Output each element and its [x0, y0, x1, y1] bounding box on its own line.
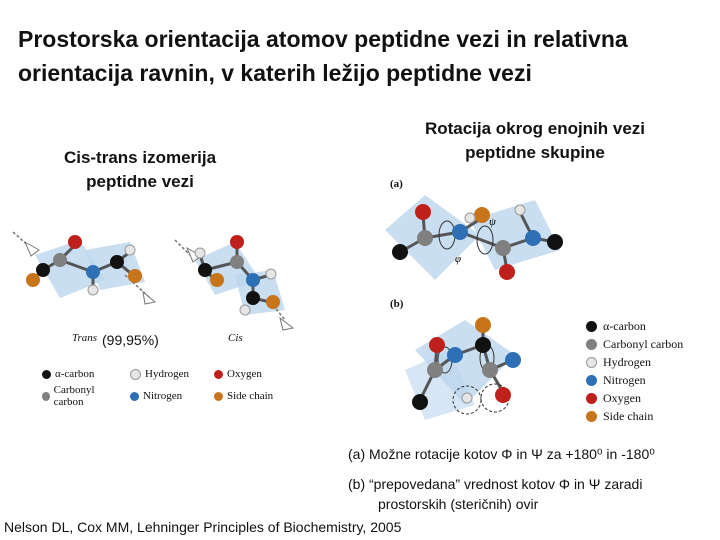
- carbonyl-carbon-atom: [230, 255, 244, 269]
- carbonyl-carbon-swatch-icon: [42, 391, 50, 401]
- hydrogen-atom: [124, 244, 136, 256]
- side-chain-atom: [26, 273, 40, 287]
- side-chain-atom: [474, 207, 490, 223]
- hydrogen-swatch-icon: [586, 356, 597, 368]
- hydrogen-atom: [464, 212, 476, 224]
- rotation-heading-line-2: peptidne skupine: [465, 143, 605, 162]
- oxygen-atom: [415, 204, 431, 220]
- side-chain-atom: [128, 269, 142, 283]
- carbonyl-carbon-atom: [482, 362, 498, 378]
- caption-b: (b) “prepovedana” vrednost kotov Φ in Ψ …: [348, 474, 713, 514]
- legend-item: Hydrogen: [586, 353, 683, 371]
- carbonyl-carbon-atom: [495, 240, 511, 256]
- legend-item: Carbonyl carbon: [42, 384, 116, 408]
- alpha-carbon-atom: [412, 394, 428, 410]
- cis-trans-heading-line-2: peptidne vezi: [86, 172, 194, 191]
- alpha-carbon-swatch-icon: [42, 369, 51, 379]
- panel-b-label: (b): [390, 298, 404, 310]
- rotation-heading-line-1: Rotacija okrog enojnih vezi: [424, 119, 646, 138]
- legend-item: Side chain: [214, 384, 273, 408]
- legend-item: Side chain: [586, 407, 683, 425]
- nitrogen-swatch-icon: [586, 374, 597, 386]
- rotation-figure-a: ψ φ: [385, 195, 563, 280]
- rotation-heading: Rotacija okrog enojnih vezi peptidne sku…: [390, 117, 680, 165]
- alpha-carbon-swatch-icon: [586, 320, 597, 332]
- carbonyl-carbon-atom: [427, 362, 443, 378]
- right-legend: α-carbon Carbonyl carbon Hydrogen Nitrog…: [586, 317, 683, 425]
- legend-item: Carbonyl carbon: [586, 335, 683, 353]
- nitrogen-atom: [505, 352, 521, 368]
- carbonyl-carbon-atom: [417, 230, 433, 246]
- alpha-carbon-atom: [475, 337, 491, 353]
- alpha-carbon-atom: [198, 263, 212, 277]
- rotation-figure-b: [405, 317, 521, 420]
- hydrogen-atom: [514, 204, 526, 216]
- alpha-carbon-atom: [392, 244, 408, 260]
- legend-item: Nitrogen: [586, 371, 683, 389]
- trans-label: Trans: [72, 332, 98, 344]
- nitrogen-atom: [452, 224, 468, 240]
- alpha-carbon-atom: [36, 263, 50, 277]
- alpha-carbon-atom: [246, 291, 260, 305]
- slide-title: Prostorska orientacija atomov peptidne v…: [18, 22, 718, 90]
- cis-trans-heading-line-1: Cis-trans izomerija: [63, 148, 217, 167]
- oxygen-atom: [429, 337, 445, 353]
- trans-percent: (99,95%): [102, 332, 159, 348]
- legend-item: Oxygen: [214, 368, 262, 380]
- panel-a-label: (a): [390, 178, 403, 190]
- hydrogen-atom: [194, 247, 206, 259]
- oxygen-atom: [499, 264, 515, 280]
- alpha-carbon-atom: [547, 234, 563, 250]
- oxygen-swatch-icon: [214, 369, 223, 379]
- carbonyl-carbon-swatch-icon: [586, 338, 597, 350]
- oxygen-atom: [495, 387, 511, 403]
- side-chain-swatch-icon: [214, 391, 223, 401]
- cis-trans-heading: Cis-trans izomerija peptidne vezi: [35, 146, 245, 194]
- legend-item: α-carbon: [42, 368, 116, 380]
- cis-label: Cis: [228, 332, 243, 344]
- side-chain-atom: [266, 295, 280, 309]
- citation: Nelson DL, Cox MM, Lehninger Principles …: [4, 519, 402, 535]
- nitrogen-atom: [86, 265, 100, 279]
- cis-trans-figure: [12, 231, 295, 331]
- left-legend: α-carbon Hydrogen Oxygen Carbonyl carbon…: [42, 368, 282, 408]
- phi-symbol: φ: [455, 253, 461, 265]
- hydrogen-atom: [239, 304, 251, 316]
- hydrogen-atom: [87, 284, 99, 296]
- psi-symbol: ψ: [489, 216, 496, 228]
- title-line-1: Prostorska orientacija atomov peptidne v…: [18, 26, 628, 52]
- hydrogen-swatch-icon: [130, 368, 141, 380]
- nitrogen-atom: [525, 230, 541, 246]
- legend-item: Hydrogen: [130, 368, 200, 380]
- legend-item: Oxygen: [586, 389, 683, 407]
- side-chain-atom: [475, 317, 491, 333]
- legend-item: Nitrogen: [130, 384, 200, 408]
- legend-item: α-carbon: [586, 317, 683, 335]
- carbonyl-carbon-atom: [53, 253, 67, 267]
- caption-a: (a) Možne rotacije kotov Φ in Ψ za +180⁰…: [348, 446, 655, 462]
- nitrogen-atom: [246, 273, 260, 287]
- nitrogen-atom: [447, 347, 463, 363]
- alpha-carbon-atom: [110, 255, 124, 269]
- side-chain-swatch-icon: [586, 410, 597, 422]
- side-chain-atom: [210, 273, 224, 287]
- hydrogen-atom: [461, 392, 473, 404]
- oxygen-swatch-icon: [586, 392, 597, 404]
- caption-b-line-1: (b) “prepovedana” vrednost kotov Φ in Ψ …: [348, 476, 643, 492]
- oxygen-atom: [68, 235, 82, 249]
- title-line-2: orientacija ravnin, v katerih ležijo pep…: [18, 60, 532, 86]
- hydrogen-atom: [265, 268, 277, 280]
- caption-b-line-2: prostorskih (steričnih) ovir: [378, 496, 539, 512]
- nitrogen-swatch-icon: [130, 391, 139, 401]
- oxygen-atom: [230, 235, 244, 249]
